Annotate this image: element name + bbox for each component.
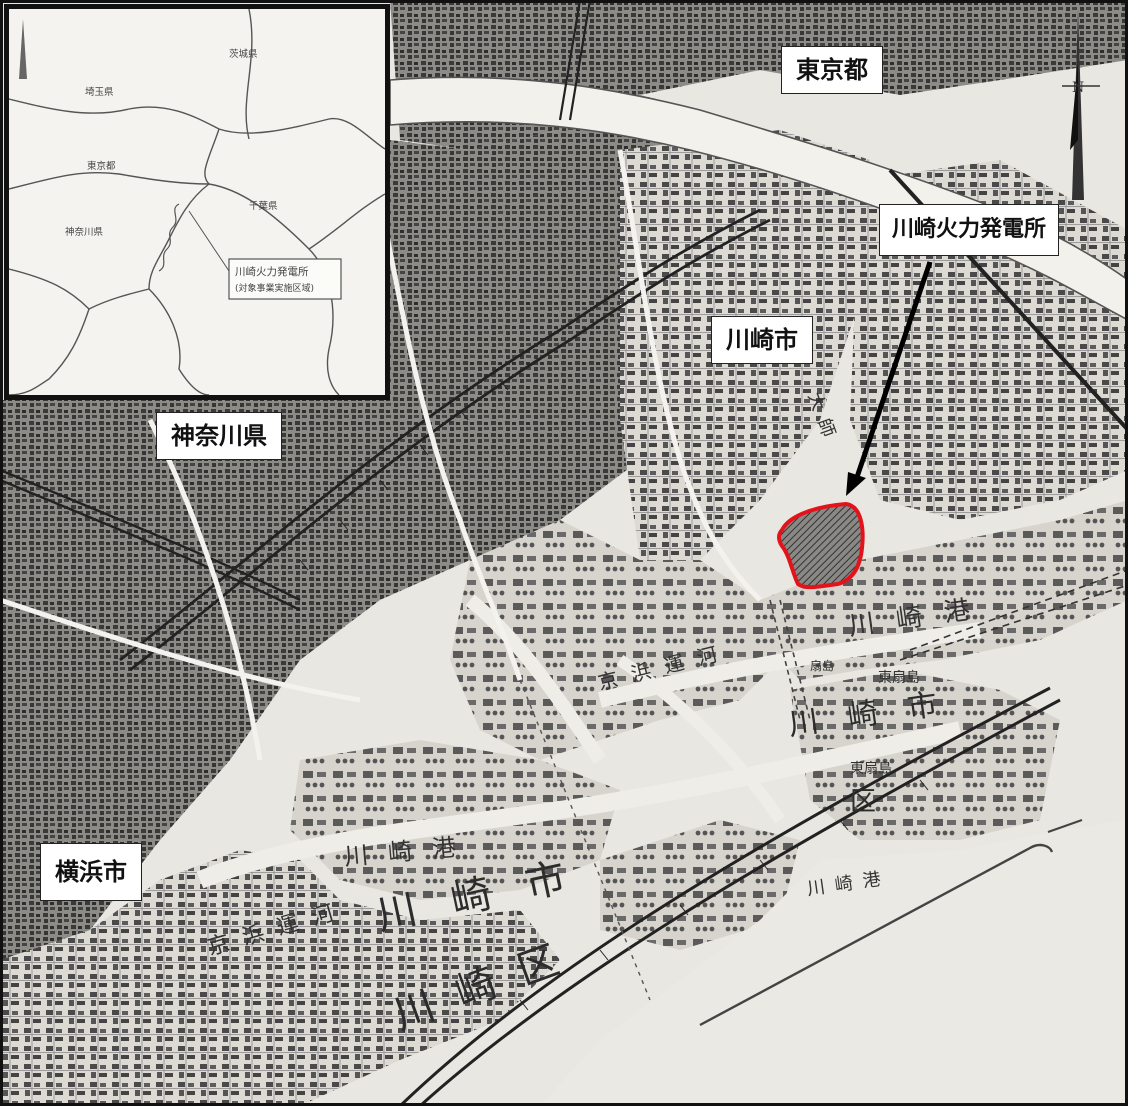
yokohama-city-label: 横浜市 [40, 843, 142, 901]
inset-callout-line2: (対象事業実施区域) [235, 282, 314, 294]
higashi-ogishima-label-1: 東扇島 [878, 670, 920, 686]
inset-callout-line1: 川崎火力発電所 [235, 265, 309, 278]
pointer-arrowhead-icon [846, 472, 866, 496]
inset-outline-map: 茨城県 埼玉県 東京都 千葉県 神奈川県 川崎火力発電所 (対象事業実施区域) [9, 9, 385, 395]
power-plant-label: 川崎火力発電所 [879, 204, 1060, 256]
power-plant-area [777, 502, 865, 590]
inset-locator-map: 茨城県 埼玉県 東京都 千葉県 神奈川県 川崎火力発電所 (対象事業実施区域) [4, 4, 390, 400]
higashi-ogishima-label-2: 東扇島 [850, 761, 892, 777]
inset-chiba-label: 千葉県 [249, 200, 278, 212]
ward-map-label: 区 [850, 787, 876, 817]
inset-tokyo-label: 東京都 [87, 160, 116, 172]
inset-ibaraki-label: 茨城県 [229, 48, 258, 60]
north-arrow-icon [1062, 10, 1100, 200]
tokyo-label: 東京都 [781, 46, 883, 94]
kawasaki-city-label: 川崎市 [711, 316, 813, 364]
ogishima-label: 扇島 [810, 658, 834, 673]
inset-kanagawa-label: 神奈川県 [65, 226, 104, 238]
north-mark: N [1072, 80, 1084, 96]
kanagawa-label: 神奈川県 [156, 412, 282, 460]
inset-saitama-label: 埼玉県 [85, 86, 114, 98]
